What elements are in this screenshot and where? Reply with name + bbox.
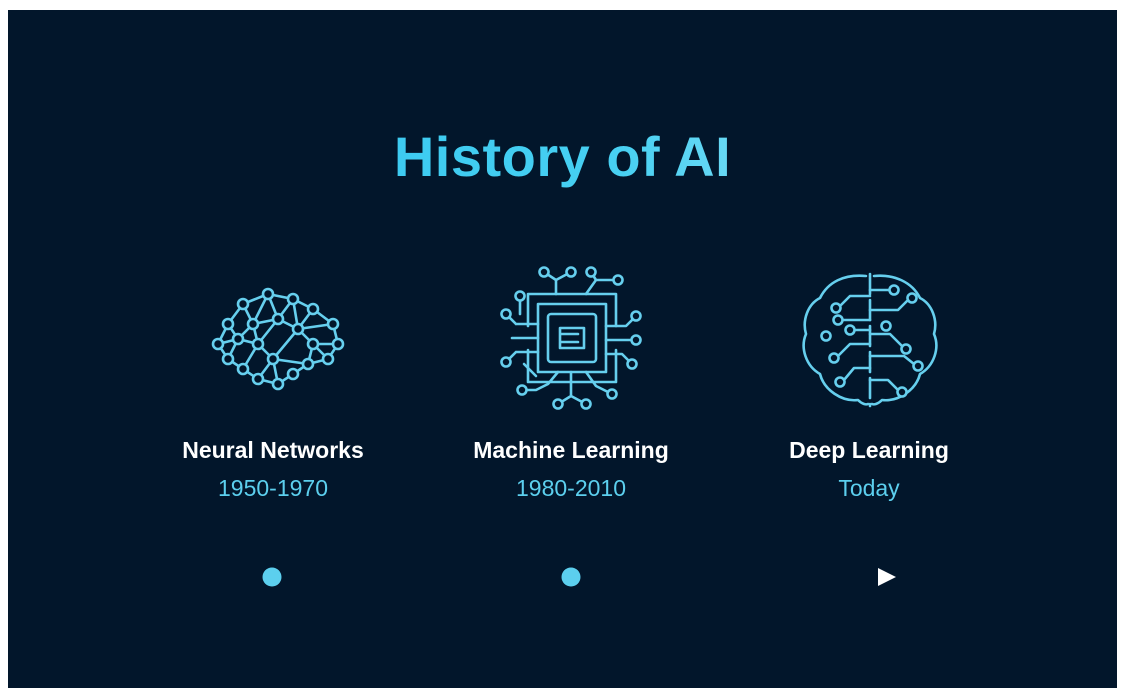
stage-machine-learning: Machine Learning 1980-2010 [441,264,701,504]
brain-network-icon [211,287,345,391]
slide-panel: History of AI Neural Networks 1950-1970 [8,10,1117,688]
stage-label: Neural Networks [182,437,364,463]
circuit-brain-icon [802,272,938,408]
timeline-marker [262,567,282,587]
stage-era: Today [838,475,900,501]
stage-era: 1980-2010 [516,475,626,501]
timeline-arrow [262,567,896,587]
timeline-arrowhead [878,568,896,586]
timeline-marker [561,567,581,587]
stage-neural-networks: Neural Networks 1950-1970 [143,264,403,504]
circuit-chip-icon [500,266,642,410]
stage-label: Deep Learning [789,437,949,463]
stage-era: 1950-1970 [218,475,328,501]
slide-title: History of AI [8,122,1117,192]
stage-deep-learning: Deep Learning Today [739,264,999,504]
stage-label: Machine Learning [473,437,669,463]
